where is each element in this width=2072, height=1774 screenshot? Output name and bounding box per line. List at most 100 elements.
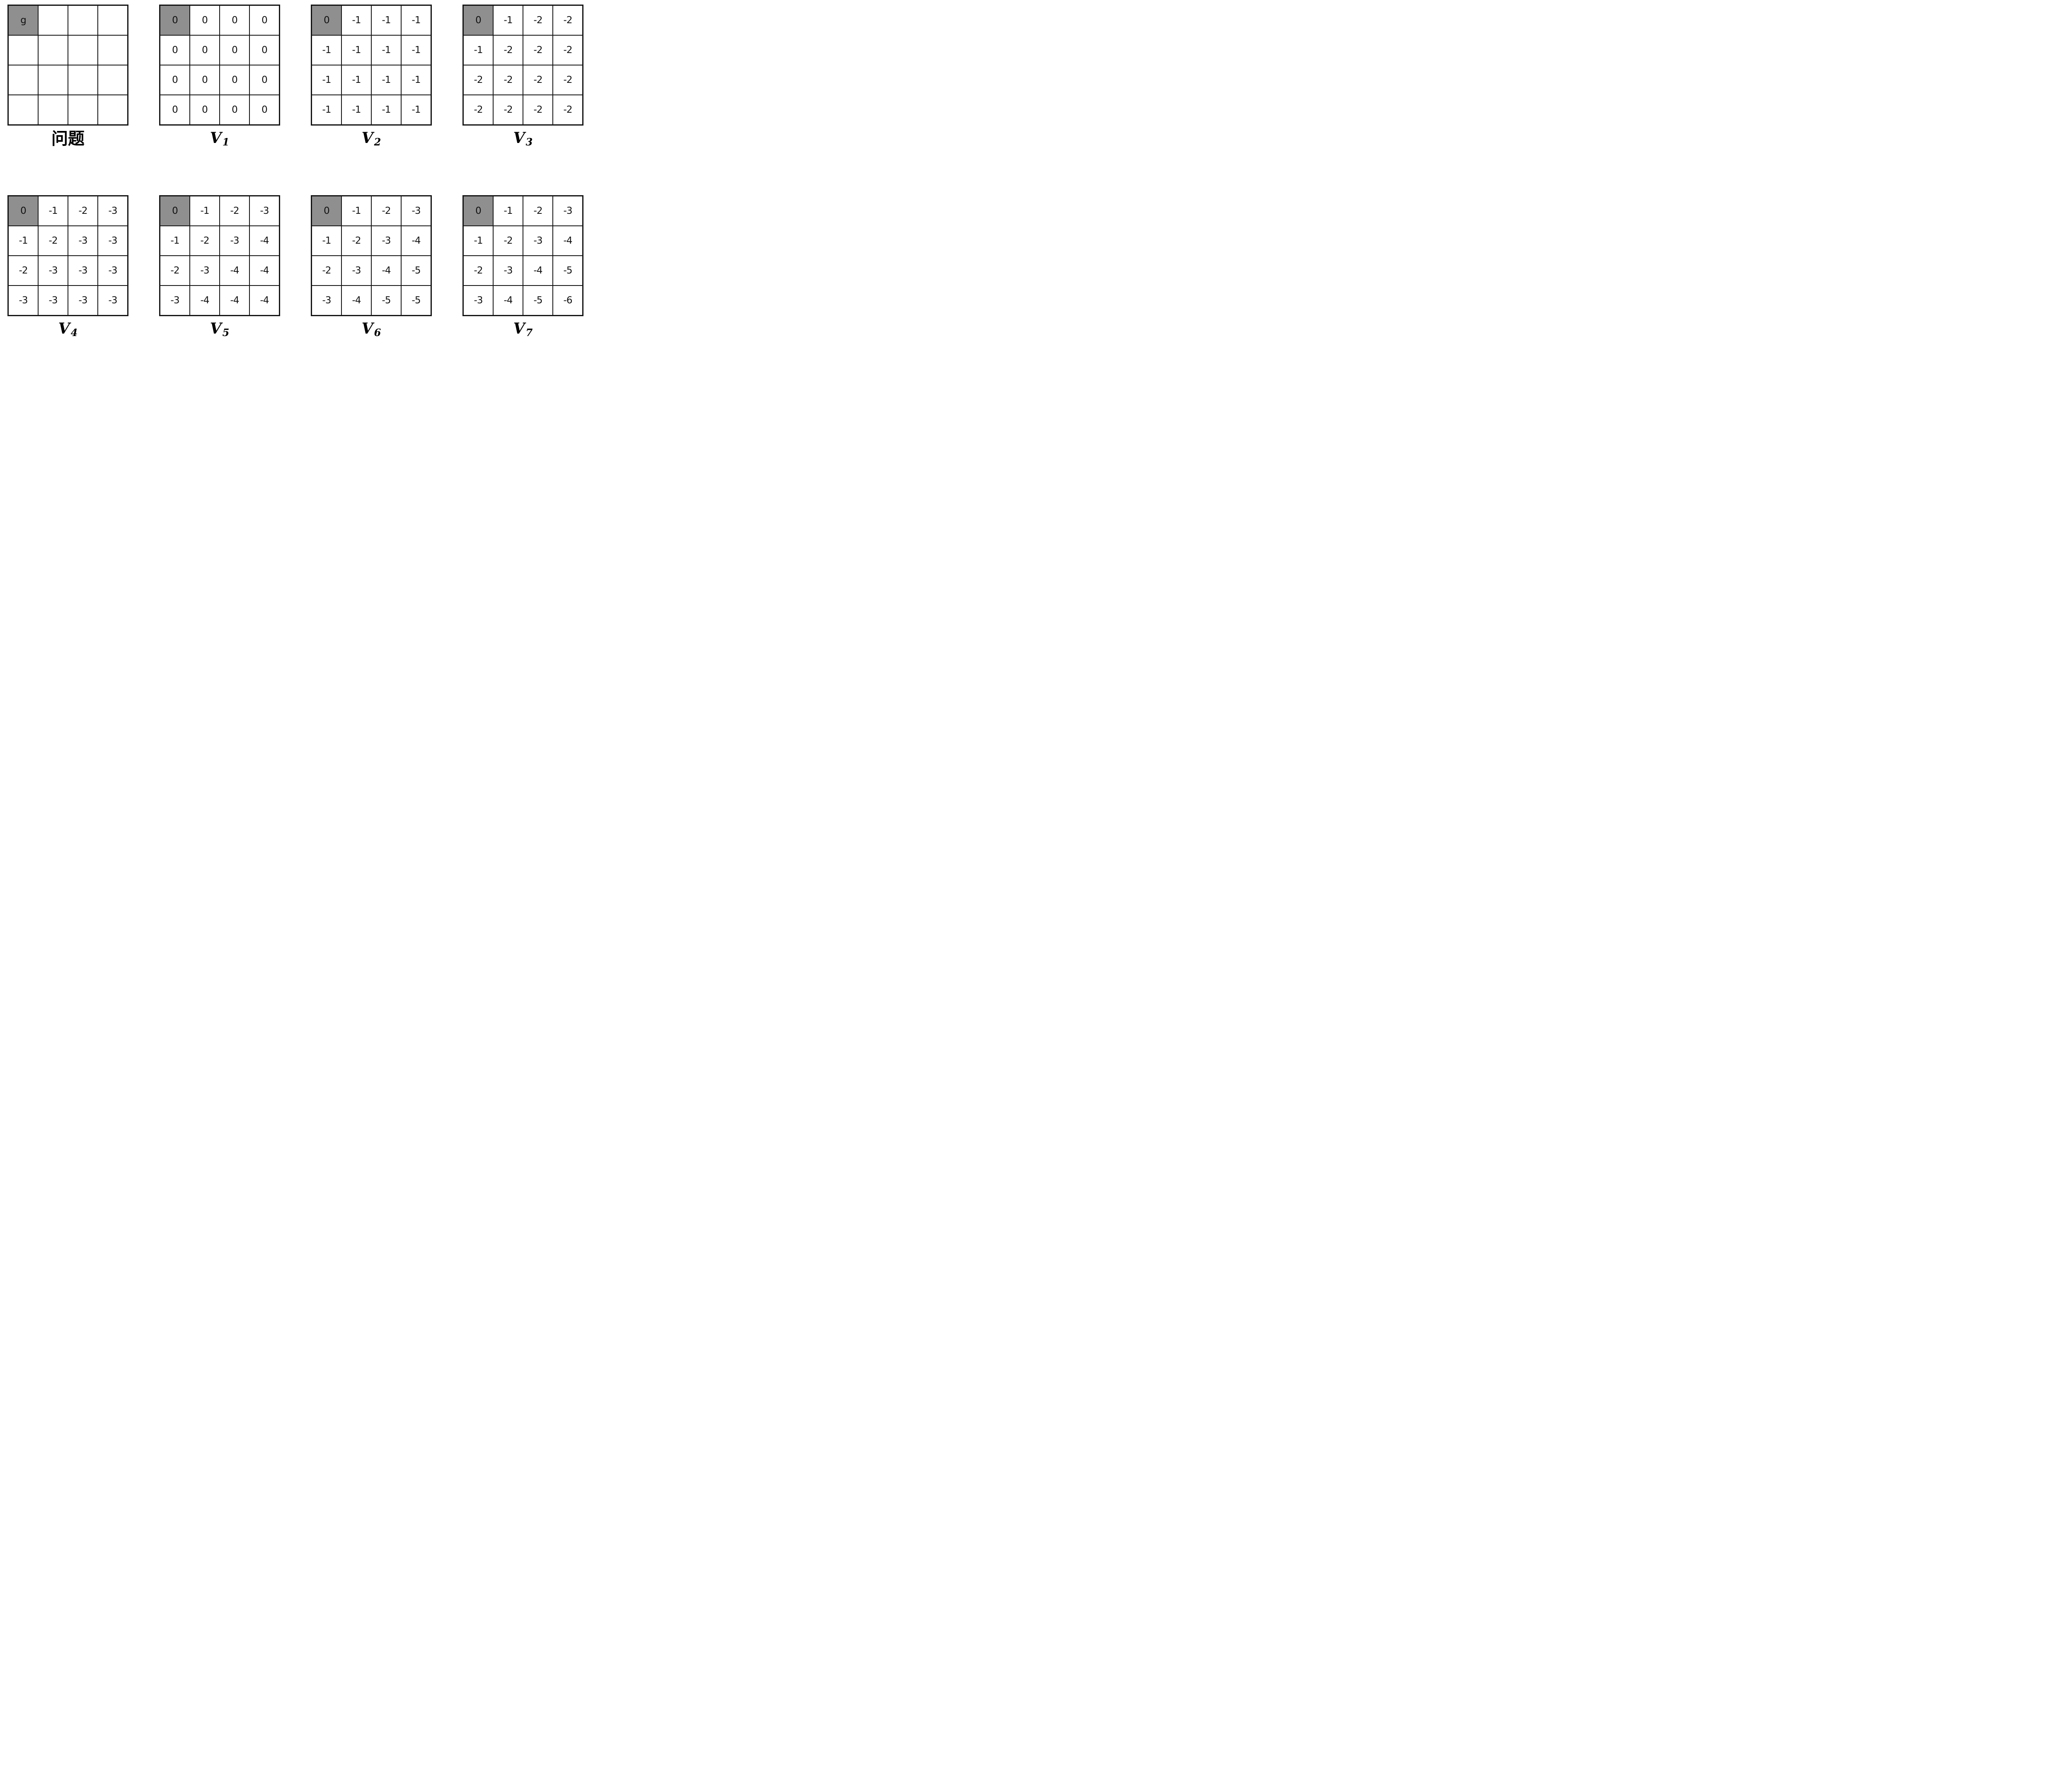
grid-cell xyxy=(38,95,68,125)
grid-cell: -2 xyxy=(493,226,523,256)
grid-cell: -3 xyxy=(190,256,220,286)
panel-label-subscript: 5 xyxy=(222,327,230,339)
grid-cell: -2 xyxy=(68,196,98,226)
grid-cell: -4 xyxy=(249,256,279,286)
grid-cell: -1 xyxy=(401,65,431,95)
grid-cell: -1 xyxy=(341,196,371,226)
grid-cell: 0 xyxy=(190,5,220,35)
grid-cell: 0 xyxy=(220,35,249,65)
grid-cell: -1 xyxy=(38,196,68,226)
grid-cell: -3 xyxy=(38,256,68,286)
grid-cell xyxy=(38,65,68,95)
grid-cell: -2 xyxy=(553,35,583,65)
grid-cell xyxy=(68,35,98,65)
grid-cell: -4 xyxy=(220,286,249,315)
grid-cell: -2 xyxy=(160,256,190,286)
grid-cell: -1 xyxy=(493,5,523,35)
grid-cell: -3 xyxy=(38,286,68,315)
grid-cell: -1 xyxy=(312,65,341,95)
grid-V5: 0-1-2-3-1-2-3-4-2-3-4-4-3-4-4-4 xyxy=(159,195,280,316)
grid-cell: 0 xyxy=(190,95,220,125)
grid-cell: 0 xyxy=(190,65,220,95)
grid-cell: -4 xyxy=(249,226,279,256)
grid-cell: 0 xyxy=(249,35,279,65)
grid-cell: -2 xyxy=(463,65,493,95)
grid-cell: -3 xyxy=(98,256,128,286)
grid-cell: -3 xyxy=(160,286,190,315)
grid-cell xyxy=(68,65,98,95)
goal-cell: g xyxy=(8,5,38,35)
panel-label-subscript: 6 xyxy=(374,327,381,339)
grid-cell: -3 xyxy=(523,226,553,256)
grid-cell: -2 xyxy=(8,256,38,286)
grid-cell: -3 xyxy=(371,226,401,256)
grid-V6: 0-1-2-3-1-2-3-4-2-3-4-5-3-4-5-5 xyxy=(311,195,432,316)
grid-cell: -2 xyxy=(523,196,553,226)
grid-cell: -1 xyxy=(190,196,220,226)
grid-cell: -1 xyxy=(401,35,431,65)
panel-label-subscript: 4 xyxy=(70,327,78,339)
grid-cell: -4 xyxy=(523,256,553,286)
grid-cell: -2 xyxy=(220,196,249,226)
grid-cell: -2 xyxy=(463,95,493,125)
grid-cell: -1 xyxy=(341,5,371,35)
panel-label-symbol: V xyxy=(58,320,70,337)
grid-cell: -2 xyxy=(523,35,553,65)
grid-cell: -3 xyxy=(312,286,341,315)
grid-cell: -2 xyxy=(38,226,68,256)
grid-V2: 0-1-1-1-1-1-1-1-1-1-1-1-1-1-1-1 xyxy=(311,5,432,126)
grid-V7: 0-1-2-3-1-2-3-4-2-3-4-5-3-4-5-6 xyxy=(462,195,583,316)
grid-cell: -1 xyxy=(371,35,401,65)
grid-cell: -1 xyxy=(401,95,431,125)
grid-cell: -4 xyxy=(553,226,583,256)
grid-cell: 0 xyxy=(220,5,249,35)
grid-cell xyxy=(98,65,128,95)
panel-label-symbol: V xyxy=(361,320,373,337)
grid-cell: -5 xyxy=(371,286,401,315)
grid-cell: -2 xyxy=(341,226,371,256)
grid-cell: -3 xyxy=(341,256,371,286)
grid-cell: -1 xyxy=(341,35,371,65)
panel-label-subscript: 7 xyxy=(525,327,533,339)
grid-cell: -2 xyxy=(553,95,583,125)
grid-cell: -4 xyxy=(401,226,431,256)
grid-cell xyxy=(8,35,38,65)
grid-cell: -1 xyxy=(371,95,401,125)
goal-cell: 0 xyxy=(463,5,493,35)
grid-cell: -2 xyxy=(371,196,401,226)
panel-label-subscript: 1 xyxy=(222,136,230,148)
grid-cell: -3 xyxy=(98,226,128,256)
grid-cell: 0 xyxy=(160,95,190,125)
panel-label-symbol: V xyxy=(513,320,525,337)
grid-cell: -1 xyxy=(463,35,493,65)
panel-label-symbol: V xyxy=(513,129,525,147)
grid-cell: -2 xyxy=(553,65,583,95)
grid-cell: -2 xyxy=(523,65,553,95)
grid-cell: -5 xyxy=(553,256,583,286)
grid-cell: -3 xyxy=(493,256,523,286)
panel-label-subscript: 3 xyxy=(525,136,533,148)
panel-problem: g 问题 xyxy=(7,5,128,151)
panel-label-text: 问题 xyxy=(51,129,85,148)
grid-cell: -3 xyxy=(98,196,128,226)
grid-V3: 0-1-2-2-1-2-2-2-2-2-2-2-2-2-2-2 xyxy=(462,5,583,126)
grid-cell: -1 xyxy=(312,95,341,125)
grid-cell: -6 xyxy=(553,286,583,315)
grid-cell: -2 xyxy=(190,226,220,256)
goal-cell: 0 xyxy=(312,196,341,226)
grid-cell: -2 xyxy=(493,95,523,125)
panel-label-symbol: V xyxy=(210,320,222,337)
grid-cell: -2 xyxy=(493,35,523,65)
grid-cell: -4 xyxy=(371,256,401,286)
